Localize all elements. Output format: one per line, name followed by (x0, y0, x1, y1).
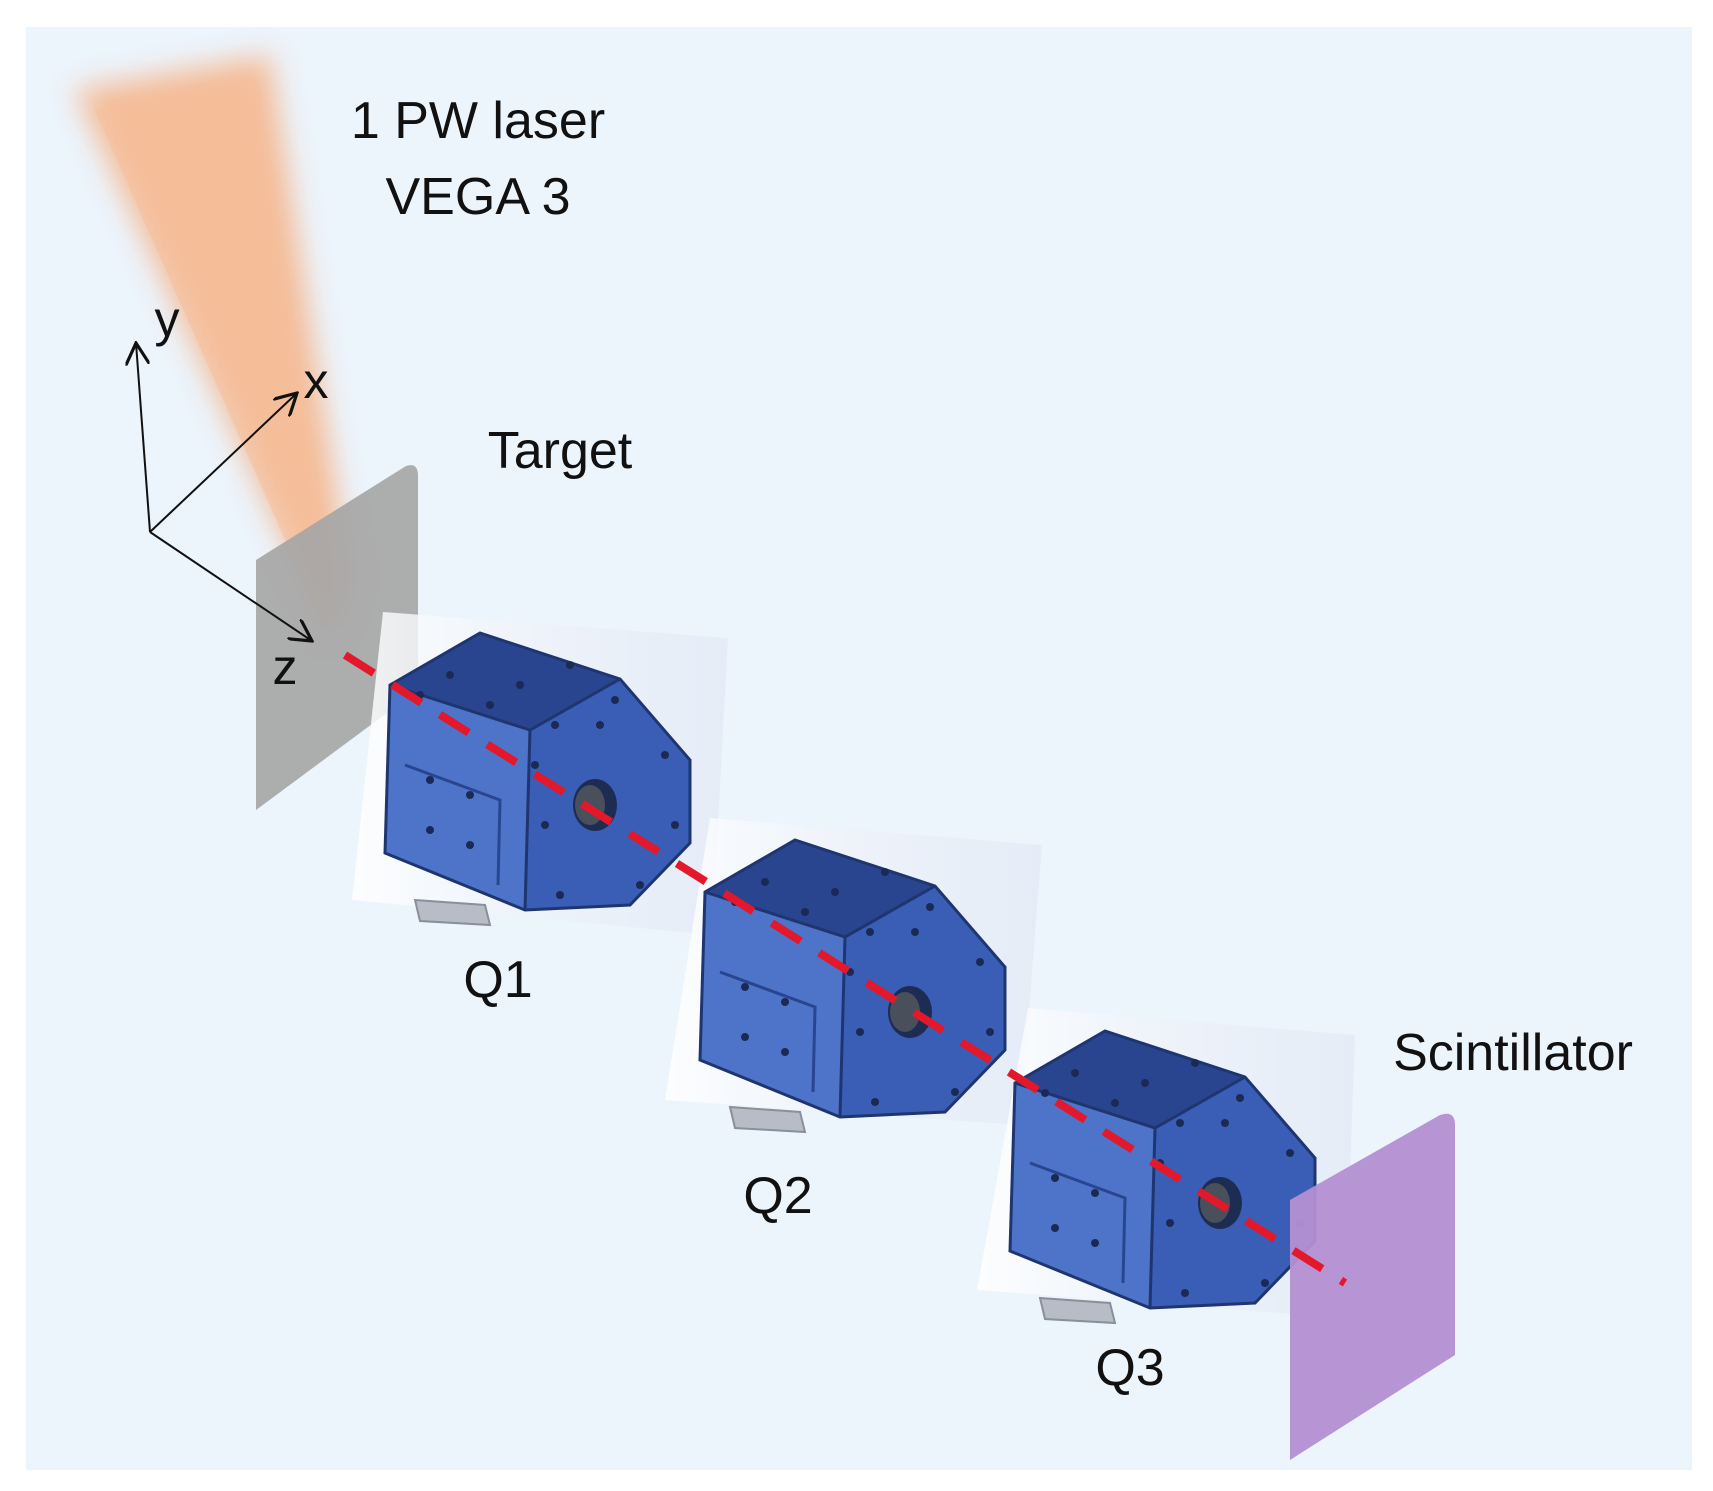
q1-label: Q1 (463, 951, 532, 1009)
laser-label-line2: VEGA 3 (386, 168, 571, 226)
axis-x-label: x (304, 353, 329, 409)
scintillator-plate (1290, 1113, 1455, 1460)
target-plate (256, 465, 418, 810)
laser-label-line1: 1 PW laser (351, 92, 605, 150)
target-label: Target (488, 422, 633, 480)
beam-axis (342, 651, 1348, 1287)
axis-z-label: z (273, 639, 298, 695)
axis-y-label: y (155, 291, 180, 347)
q3-label: Q3 (1095, 1339, 1164, 1397)
scintillator-label: Scintillator (1393, 1024, 1633, 1082)
laser-beam (75, 55, 350, 640)
coordinate-axes (136, 343, 312, 641)
q2-label: Q2 (743, 1167, 812, 1225)
